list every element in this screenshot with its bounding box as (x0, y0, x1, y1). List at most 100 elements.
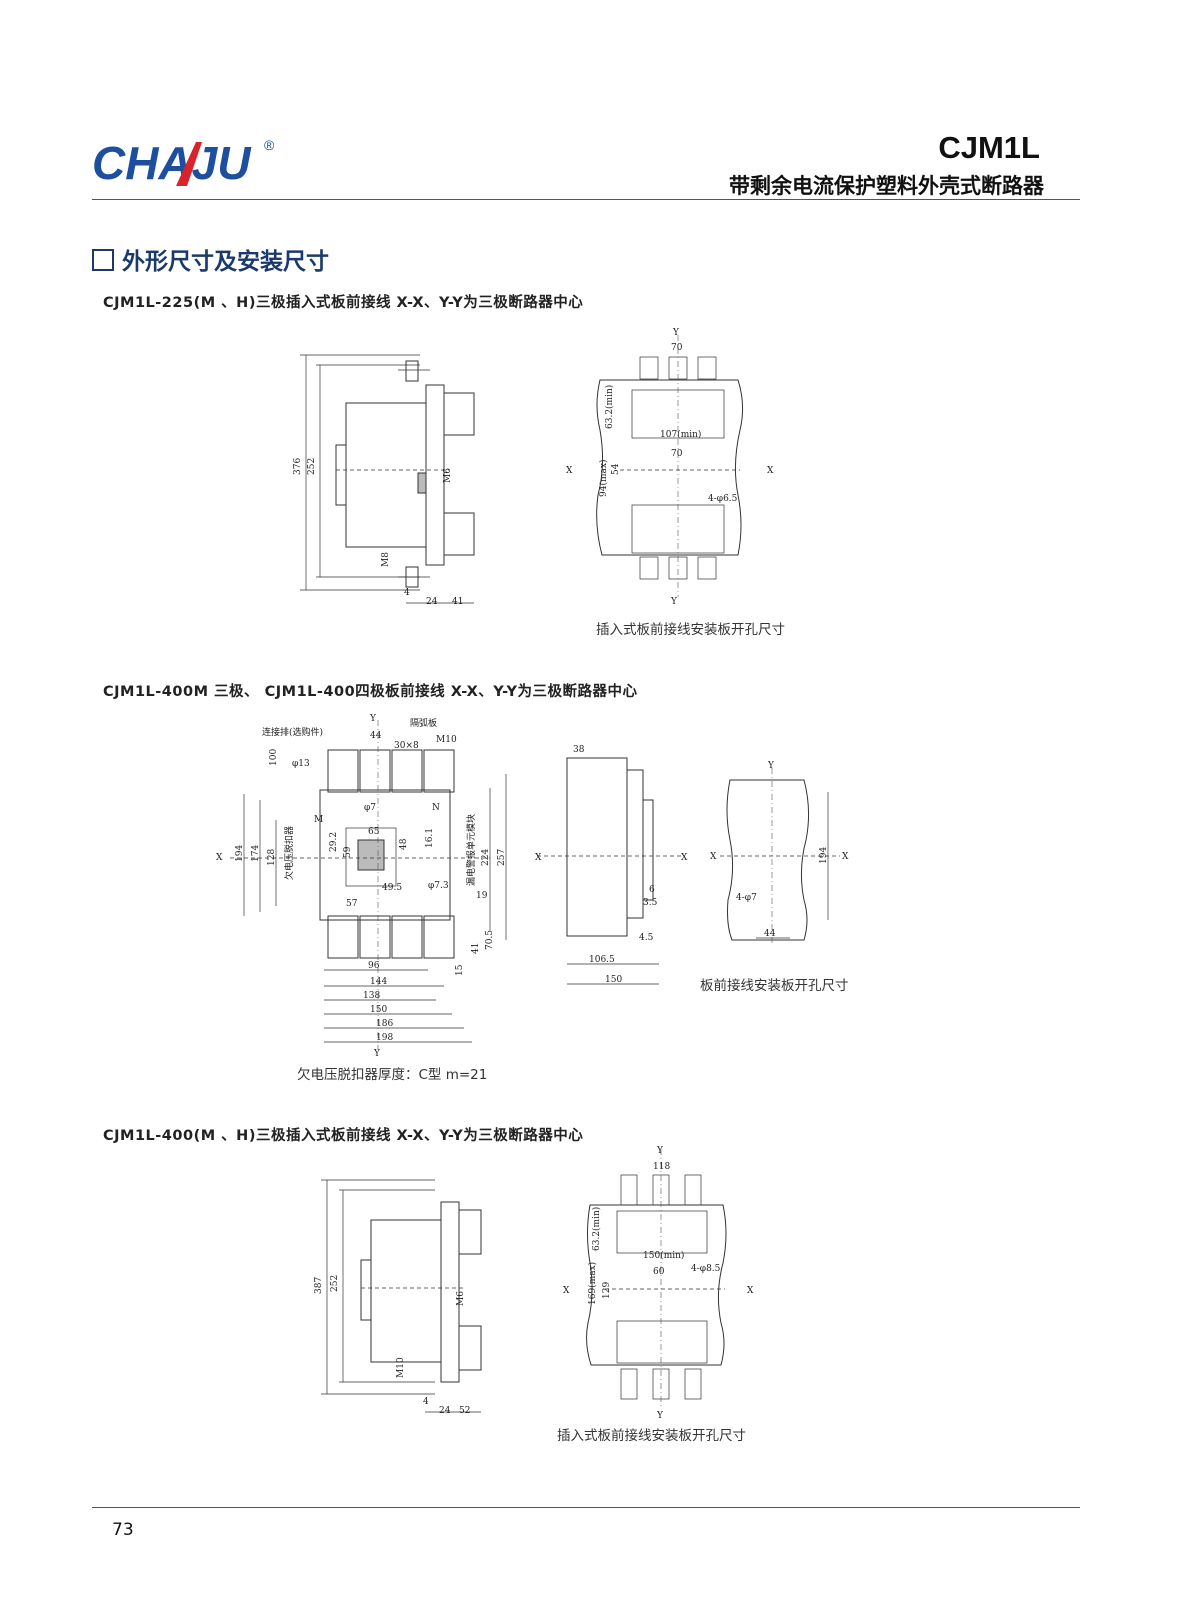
dimension-label: X (710, 852, 717, 862)
dimension-label: Y (373, 1049, 381, 1059)
block3-side-view: 387 252 M6 M10 4 24 52 (314, 1179, 482, 1416)
block2-plate-caption: 板前接线安装板开孔尺寸 (700, 978, 849, 994)
dimension-label: 38 (573, 745, 585, 755)
dimension-label: φ7.3 (428, 881, 449, 891)
block2-front-view: 连接排(选购件) 隔弧板 欠电压脱扣器 漏电警报单元模块 Y 44 30×8 M… (216, 714, 507, 1059)
dimension-label: 144 (370, 977, 387, 987)
dimension-label: 129 (602, 1282, 612, 1299)
dimension-label: 194 (819, 847, 829, 864)
dim-376: 376 (293, 458, 303, 475)
dimension-label: X (681, 853, 688, 863)
block1-side-view: 376 252 M6 M8 4 24 41 (293, 354, 475, 607)
dimension-label: X (747, 1286, 754, 1296)
block1-plate-caption: 插入式板前接线安装板开孔尺寸 (596, 622, 785, 638)
dimension-label: 29.2 (329, 832, 339, 852)
dimension-label: 118 (653, 1162, 670, 1172)
dimension-label: 257 (497, 849, 507, 866)
dimension-label: 漏电警报单元模块 (465, 814, 477, 886)
dim-4: 4 (404, 588, 410, 598)
dimension-label: Y (670, 597, 678, 607)
dimension-label: 59 (343, 846, 353, 858)
dimension-label: 100 (269, 749, 279, 766)
dimension-label: 70 (671, 449, 683, 459)
dimension-label: M (314, 815, 323, 825)
dimension-label: φ13 (292, 759, 310, 769)
dim-m6: M6 (443, 468, 453, 483)
dimension-label: 96 (368, 961, 380, 971)
dimension-label: 107(min) (660, 429, 701, 440)
dimension-label: 198 (376, 1033, 393, 1043)
dim-252: 252 (307, 458, 317, 475)
dimension-label: 70 (671, 343, 683, 353)
block3-plate-caption: 插入式板前接线安装板开孔尺寸 (557, 1428, 746, 1444)
dimension-label: Y (369, 714, 377, 724)
dimension-label: 4-φ7 (736, 893, 757, 903)
product-subtitle: 带剩余电流保护塑料外壳式断路器 (729, 174, 1044, 198)
dimension-label: 63.2(min) (591, 1207, 602, 1251)
dimension-label: Y (656, 1411, 664, 1421)
logo-text: CHAJU (92, 137, 252, 189)
dimension-label: 150 (370, 1005, 387, 1015)
dimension-label: 6 (649, 885, 655, 895)
dimension-label: 19 (476, 891, 488, 901)
dimension-label: M10 (396, 1357, 406, 1378)
dimension-label: 70.5 (485, 930, 495, 950)
dimension-label: 94(max) (598, 460, 609, 497)
checkbox-square-icon (92, 249, 114, 271)
block2-plate-view: Y X X 194 4-φ7 44 (710, 761, 849, 946)
dimension-label: 63.2(min) (604, 385, 615, 429)
dimension-label: X (842, 852, 849, 862)
dimension-label: 4 (423, 1397, 429, 1407)
dimension-label: 49.5 (382, 883, 402, 893)
logo-swoosh (176, 142, 202, 186)
dimension-label: 连接排(选购件) (262, 726, 323, 738)
dim-41: 41 (452, 597, 463, 607)
dimension-label: 隔弧板 (410, 717, 437, 729)
dimension-label: 44 (370, 731, 382, 741)
dimension-label: X (216, 853, 223, 863)
dimension-label: 4-φ6.5 (708, 494, 738, 504)
dimension-label: 4-φ8.5 (691, 1264, 721, 1274)
dimension-label: 138 (363, 991, 380, 1001)
dimension-label: 65 (368, 827, 380, 837)
dimension-label: 15 (455, 964, 465, 976)
header-divider (92, 199, 1080, 200)
dimension-label: 52 (459, 1406, 470, 1416)
chaju-logo: CHAJU ® (92, 137, 275, 189)
dimension-label: 194 (235, 845, 245, 862)
block2-side-view: 38 X X 6 3.5 4.5 106.5 150 (535, 745, 688, 985)
dimension-label: 186 (376, 1019, 393, 1029)
dimension-label: X (535, 853, 542, 863)
dimension-label: Y (656, 1146, 664, 1156)
block3-plate-view: Y 118 63.2(min) 150(min) 4-φ8.5 60 X 169… (563, 1146, 754, 1421)
dimension-label: 欠电压脱扣器 (283, 826, 295, 880)
dimension-label: 106.5 (589, 955, 615, 965)
footer-divider (92, 1507, 1080, 1508)
dimension-label: M6 (456, 1291, 466, 1306)
dim-m8: M8 (381, 552, 391, 567)
brand-logo: CHAJU ® (92, 132, 292, 192)
dimension-label: 224 (481, 849, 491, 866)
block3-caption: CJM1L-400(M 、H)三极插入式板前接线 X-X、Y-Y为三极断路器中心 (103, 1128, 584, 1144)
dimension-label: X (563, 1286, 570, 1296)
block1-caption: CJM1L-225(M 、H)三极插入式板前接线 X-X、Y-Y为三极断路器中心 (103, 295, 584, 311)
dimension-label: 150(min) (643, 1250, 684, 1261)
dimension-label: Y (672, 328, 680, 338)
dimension-label: 169(max) (587, 1262, 598, 1305)
dimension-label: 150 (605, 975, 622, 985)
dimension-label: 44 (764, 929, 776, 939)
registered-mark: ® (264, 137, 275, 153)
dimension-label: Y (767, 761, 775, 771)
dimension-label: 3.5 (643, 898, 658, 908)
dimension-label: 41 (471, 943, 481, 954)
product-model: CJM1L (938, 130, 1040, 165)
dim-24: 24 (426, 597, 438, 607)
dimension-label: 24 (439, 1406, 451, 1416)
dimension-label: 60 (653, 1267, 665, 1277)
dimension-label: X (566, 466, 573, 476)
dimension-label: 57 (346, 899, 358, 909)
dimension-label: 16.1 (425, 828, 435, 848)
dimension-label: 48 (399, 838, 409, 850)
dimension-label: X (767, 466, 774, 476)
dimension-label: 30×8 (394, 741, 419, 751)
